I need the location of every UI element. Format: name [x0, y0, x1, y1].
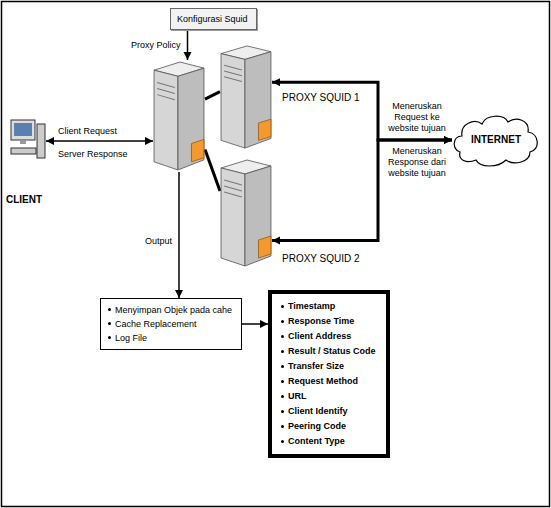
server-icon — [220, 158, 272, 268]
connector — [187, 30, 189, 60]
list-item: Log File — [107, 331, 235, 345]
output-box: Menyimpan Objek pada caheCache Replaceme… — [100, 298, 242, 350]
list-item: Response Time — [280, 314, 378, 329]
connector — [46, 140, 153, 142]
list-item: Request Method — [280, 374, 378, 389]
proxy-server: PROXY SQUID 2 — [220, 158, 272, 268]
server-icon — [220, 44, 272, 150]
list-item: Timestamp — [280, 299, 378, 314]
server-icon — [153, 60, 205, 172]
node-text: PROXY SQUID 2 — [282, 253, 360, 265]
node-text: Konfigurasi Squid — [177, 13, 250, 25]
connector — [272, 82, 452, 140]
list-item: Cache Replacement — [107, 317, 235, 331]
list-item: Client Identify — [280, 404, 378, 419]
flow-note: Client Request — [58, 126, 117, 137]
proxy-server: PROXY SQUID 1 — [220, 44, 272, 150]
list-item: Transfer Size — [280, 359, 378, 374]
list-item: Client Address — [280, 329, 378, 344]
flow-note: Meneruskan Response dari website tujuan — [384, 146, 450, 179]
list-item: Content Type — [280, 434, 378, 449]
connector — [205, 92, 220, 100]
flow-note: Server Response — [58, 149, 128, 160]
list-item: Menyimpan Objek pada cahe — [107, 303, 235, 317]
computer-icon — [10, 118, 46, 164]
edge-label: Proxy Policy — [130, 40, 182, 51]
main-proxy-server — [153, 60, 205, 172]
client-computer: CLIENT — [10, 118, 46, 164]
connector — [242, 323, 268, 325]
edge-label: Output — [144, 236, 173, 247]
node-text: PROXY SQUID 1 — [282, 92, 360, 104]
list-item: Peering Code — [280, 419, 378, 434]
config-box: Konfigurasi Squid — [170, 8, 257, 30]
flow-note: Meneruskan Request ke website tujuan — [384, 101, 450, 134]
log-fields-box: TimestampResponse TimeClient AddressResu… — [268, 290, 390, 458]
list-item: Result / Status Code — [280, 344, 378, 359]
connector — [205, 150, 220, 191]
node-text: INTERNET — [471, 134, 521, 146]
connector — [178, 172, 180, 298]
internet-cloud: INTERNET — [452, 110, 540, 170]
list-item: URL — [280, 389, 378, 404]
node-text: CLIENT — [6, 194, 42, 206]
connector — [272, 140, 452, 241]
